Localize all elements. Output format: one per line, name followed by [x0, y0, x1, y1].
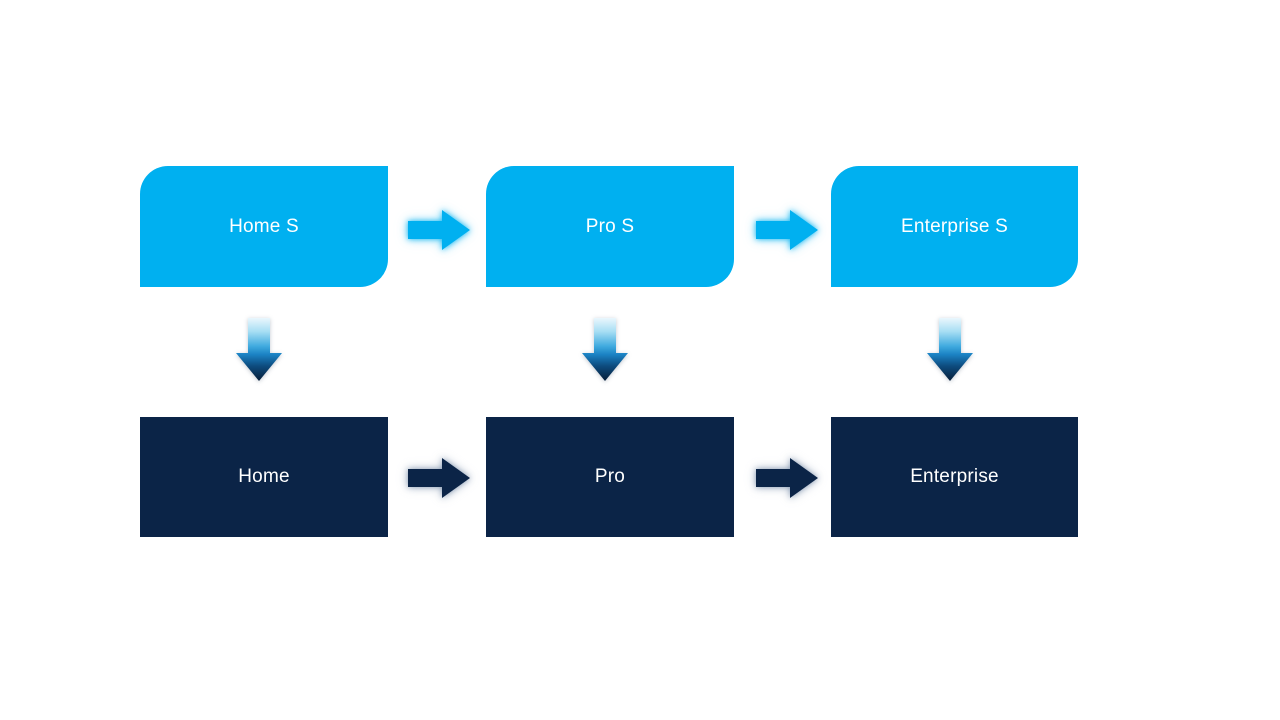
arrow-home-to-pro-icon — [408, 458, 470, 498]
flow-box-pro: Pro — [486, 417, 734, 537]
arrow-home-s-to-pro-s-icon — [408, 210, 470, 250]
flow-box-enterprise: Enterprise — [831, 417, 1078, 537]
flow-box-home-s-label: Home S — [229, 215, 299, 237]
flow-box-enterprise-s-label: Enterprise S — [901, 215, 1008, 237]
flow-box-pro-label: Pro — [594, 466, 626, 487]
arrow-home-s-to-home-icon — [236, 318, 282, 381]
flow-box-enterprise-s: Enterprise S — [831, 166, 1078, 287]
arrow-pro-to-enterprise-icon — [756, 458, 818, 498]
arrow-enterprise-s-to-enterprise-icon — [927, 318, 973, 381]
flow-box-home-s: Home S — [140, 166, 388, 287]
flow-box-pro-s-label: Pro S — [585, 215, 635, 237]
flow-box-enterprise-label: Enterprise — [910, 466, 999, 487]
flow-box-home-label: Home — [238, 466, 290, 487]
arrow-pro-s-to-enterprise-s-icon — [756, 210, 818, 250]
arrow-pro-s-to-pro-icon — [582, 318, 628, 381]
flow-box-home: Home — [140, 417, 388, 537]
flow-box-pro-s: Pro S — [486, 166, 734, 287]
